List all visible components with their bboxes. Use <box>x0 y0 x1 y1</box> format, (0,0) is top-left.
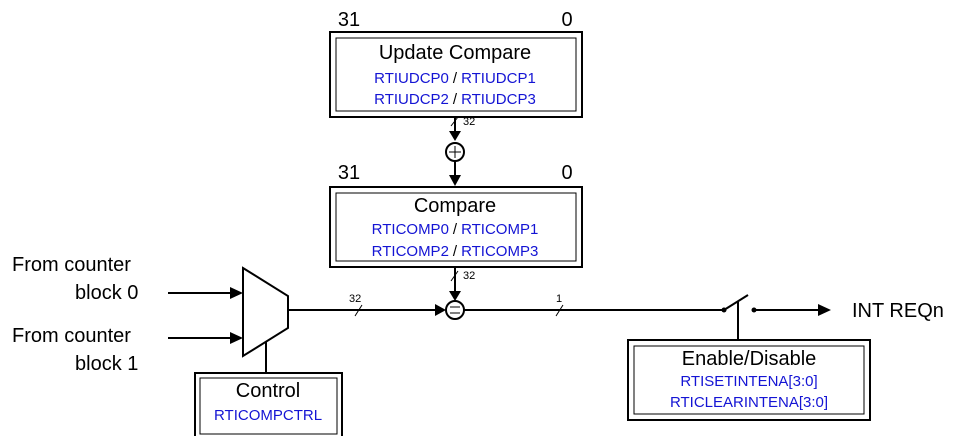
update-bus-width: 32 <box>463 116 475 128</box>
reg-rtiudcp2: RTIUDCP2 <box>374 91 449 108</box>
compare-bit-low: 0 <box>561 162 572 184</box>
compare-bus-slash <box>450 270 459 282</box>
reg-rticlearintena: RTICLEARINTENA[3:0] <box>670 394 828 411</box>
reg-rticomp0: RTICOMP0 <box>372 221 449 238</box>
control-title: Control <box>236 380 300 402</box>
update-bit-high: 31 <box>338 9 360 31</box>
comparator-icon <box>445 300 465 320</box>
reg-rtiudcp0: RTIUDCP0 <box>374 70 449 87</box>
update-reg-row-1: RTIUDCP0/RTIUDCP1 <box>374 70 536 87</box>
compare-block <box>329 186 583 268</box>
reg-rtiudcp3: RTIUDCP3 <box>461 91 536 108</box>
input1-arrowhead <box>230 332 243 344</box>
mux-out-slash <box>354 304 363 317</box>
compare-reg-row-1: RTICOMP0/RTICOMP1 <box>372 221 539 238</box>
separator: / <box>453 243 458 260</box>
enable-disable-inner <box>633 345 865 415</box>
output-label: INT REQn <box>852 300 944 322</box>
mux-out-arrowhead <box>435 304 446 316</box>
compare-out-width: 1 <box>556 293 562 305</box>
reg-rtisetintena: RTISETINTENA[3:0] <box>680 373 817 390</box>
control-block <box>194 372 343 436</box>
reg-rtiudcp1: RTIUDCP1 <box>461 70 536 87</box>
compare-reg-row-2: RTICOMP2/RTICOMP3 <box>372 243 539 260</box>
reg-rticompctrl: RTICOMPCTRL <box>214 407 322 424</box>
update-bus-arrowhead <box>449 131 461 141</box>
update-reg-row-2: RTIUDCP2/RTIUDCP3 <box>374 91 536 108</box>
mux-out-width: 32 <box>349 293 361 305</box>
input0-arrowhead <box>230 287 243 299</box>
update-bus-slash <box>450 116 459 127</box>
update-compare-block <box>329 31 583 118</box>
compare-inner <box>335 192 577 262</box>
reg-rticomp3: RTICOMP3 <box>461 243 538 260</box>
compare-title: Compare <box>414 195 496 217</box>
separator: / <box>453 91 458 108</box>
compare-bus-arrowhead <box>449 291 461 301</box>
update-bit-low: 0 <box>561 9 572 31</box>
separator: / <box>453 221 458 238</box>
reg-rticomp1: RTICOMP1 <box>461 221 538 238</box>
input-counter0-line2: block 0 <box>75 282 138 304</box>
adder-out-arrowhead <box>449 175 461 186</box>
input-counter1-line1: From counter <box>12 325 131 347</box>
input-counter1-line2: block 1 <box>75 353 138 375</box>
update-compare-inner <box>335 37 577 112</box>
input-counter0-line1: From counter <box>12 254 131 276</box>
compare-bit-high: 31 <box>338 162 360 184</box>
mux-icon <box>242 266 289 358</box>
enable-disable-title: Enable/Disable <box>682 348 817 370</box>
compare-bus-width: 32 <box>463 270 475 282</box>
enable-disable-block <box>627 339 871 421</box>
output-arrowhead <box>818 304 831 316</box>
update-compare-title: Update Compare <box>379 42 531 64</box>
control-inner <box>199 377 338 435</box>
switch-lever <box>723 294 749 311</box>
reg-rticomp2: RTICOMP2 <box>372 243 449 260</box>
separator: / <box>453 70 458 87</box>
compare-out-slash <box>555 304 564 317</box>
